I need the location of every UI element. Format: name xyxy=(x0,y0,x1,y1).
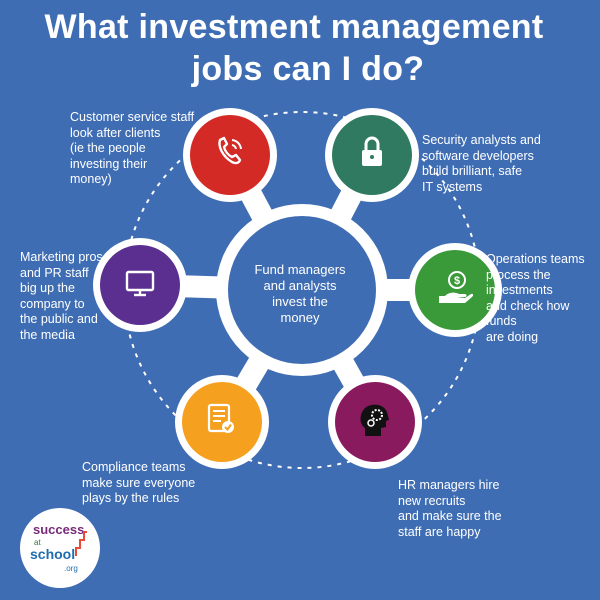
logo-word-success: success xyxy=(33,522,85,537)
logo-word-at: at xyxy=(34,538,41,547)
svg-text:$: $ xyxy=(454,275,460,287)
node-operations: $ xyxy=(408,243,502,337)
page-title-line-1: What investment management xyxy=(44,8,544,46)
center-hub xyxy=(228,216,376,364)
node-marketing xyxy=(93,238,187,332)
label-marketing: Marketing pros and PR staff big up the c… xyxy=(20,250,103,342)
label-customer-service: Customer service staff look after client… xyxy=(70,110,195,186)
lock-icon xyxy=(362,136,382,166)
checklist-icon xyxy=(207,403,234,433)
head-gears-icon xyxy=(360,404,389,436)
page-title-line-2: jobs can I do? xyxy=(191,50,425,88)
stair-icon xyxy=(75,531,87,556)
label-compliance: Compliance teams make sure everyone play… xyxy=(82,460,196,505)
phone-icon xyxy=(218,136,242,165)
label-operations: Operations teams process the investments… xyxy=(486,252,585,344)
node-hr xyxy=(328,375,422,469)
node-compliance xyxy=(175,375,269,469)
center-label: Fund managers and analysts invest the mo… xyxy=(254,262,346,325)
label-security: Security analysts and software developer… xyxy=(422,133,541,194)
logo-word-school: school xyxy=(30,546,76,562)
node-security xyxy=(325,108,419,202)
hand-coin-icon: $ xyxy=(439,271,474,303)
success-at-school-logo: success at school .org xyxy=(20,508,100,588)
logo-word-org: .org xyxy=(64,564,78,573)
monitor-icon xyxy=(125,270,155,297)
label-hr: HR managers hire new recruits and make s… xyxy=(398,478,502,539)
node-customer-service xyxy=(183,108,277,202)
